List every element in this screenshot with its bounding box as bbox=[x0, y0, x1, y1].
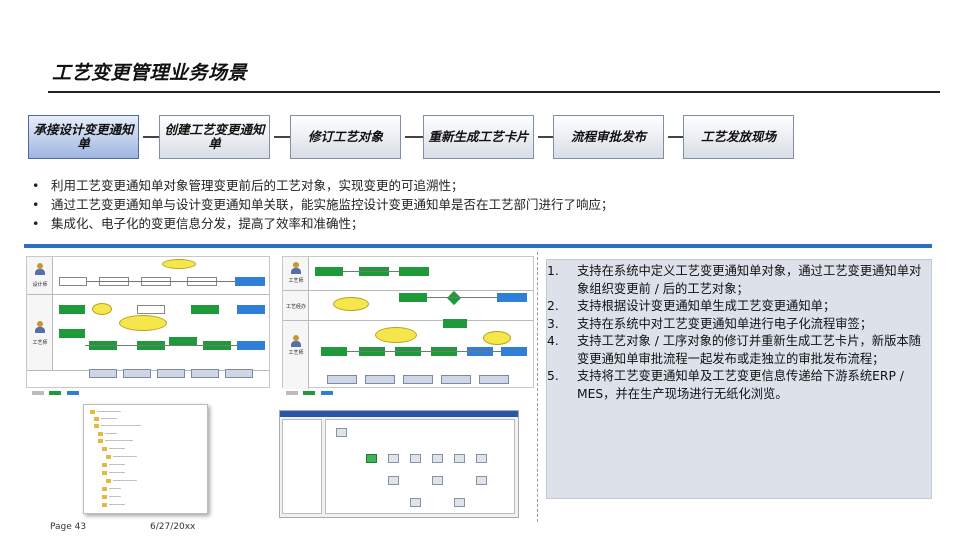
benefit-item: 通过工艺变更通知单与设计变更通知单关联，能实施监控设计变更通知单是否在工艺部门进… bbox=[32, 195, 614, 214]
workflow-node bbox=[365, 375, 395, 384]
workflow-node bbox=[191, 369, 219, 378]
feature-panel: 1.支持在系统中定义工艺变更通知单对象，通过工艺变更通知单对象组织变更前 / 后… bbox=[546, 259, 932, 499]
benefit-item: 利用工艺变更通知单对象管理变更前后的工艺对象，实现变更的可追溯性； bbox=[32, 176, 614, 195]
workflow-node bbox=[59, 277, 87, 286]
feature-item: 1.支持在系统中定义工艺变更通知单对象，通过工艺变更通知单对象组织变更前 / 后… bbox=[547, 264, 922, 296]
workflow-node bbox=[235, 277, 265, 286]
technologist-person-icon bbox=[291, 262, 301, 274]
flow-step-regenerate-cards: 重新生成工艺卡片 bbox=[423, 115, 534, 159]
workflow-node bbox=[441, 375, 471, 384]
workflow-node bbox=[399, 293, 427, 302]
folder-icon bbox=[90, 410, 95, 414]
diagram-legend bbox=[284, 390, 335, 395]
feature-item: 5.支持将工艺变更通知单及工艺变更信息传递给下游系统ERP / MES，并在生产… bbox=[547, 369, 904, 401]
feature-item: 4.支持工艺对象 / 工序对象的修订并重新生成工艺卡片，新版本随变更通知单审批流… bbox=[547, 334, 921, 366]
workflow-node bbox=[237, 305, 265, 314]
workflow-node bbox=[123, 369, 151, 378]
page-title: 工艺变更管理业务场景 bbox=[52, 62, 248, 84]
feature-item: 2.支持根据设计变更通知单生成工艺变更通知单； bbox=[547, 299, 836, 313]
workflow-node bbox=[321, 347, 347, 356]
folder-icon bbox=[102, 503, 107, 507]
benefit-item: 集成化、电子化的变更信息分发，提高了效率和准确性； bbox=[32, 214, 614, 233]
folder-icon bbox=[102, 463, 107, 467]
folder-icon bbox=[106, 479, 111, 483]
workflow-node bbox=[497, 293, 527, 302]
diagram-legend bbox=[30, 390, 81, 395]
workflow-node bbox=[327, 375, 357, 384]
workflow-note bbox=[119, 315, 167, 331]
change-notice-tree-screenshot: —————— ———— —————————— ——— ——————— ———— … bbox=[83, 404, 208, 514]
benefit-list: 利用工艺变更通知单对象管理变更前后的工艺对象，实现变更的可追溯性； 通过工艺变更… bbox=[32, 176, 614, 233]
workflow-app-screenshot bbox=[279, 410, 519, 518]
designer-person-icon bbox=[35, 263, 45, 275]
workflow-node bbox=[443, 319, 467, 328]
feature-list: 1.支持在系统中定义工艺变更通知单对象，通过工艺变更通知单对象组织变更前 / 后… bbox=[547, 263, 923, 403]
workflow-node bbox=[225, 369, 253, 378]
workflow-node bbox=[403, 375, 433, 384]
folder-icon bbox=[94, 417, 99, 421]
folder-icon bbox=[94, 424, 99, 428]
page-date: 6/27/20xx bbox=[150, 522, 196, 532]
lane-label: 工艺师 bbox=[288, 278, 304, 284]
technologist-person-icon bbox=[35, 321, 45, 333]
workflow-note bbox=[162, 259, 196, 269]
workflow-node bbox=[59, 305, 85, 314]
folder-icon bbox=[106, 455, 111, 459]
flow-step-create-notice: 创建工艺变更通知单 bbox=[159, 115, 270, 159]
lane-label: 工艺经办 bbox=[285, 304, 306, 310]
lane-label: 工艺师 bbox=[288, 350, 304, 356]
workflow-note bbox=[483, 331, 511, 345]
feature-item: 3.支持在系统中对工艺变更通知单进行电子化流程审签； bbox=[547, 316, 873, 331]
design-change-workflow-diagram: 设计师 工艺师 bbox=[26, 256, 270, 388]
workflow-node bbox=[59, 329, 85, 338]
workflow-note bbox=[92, 303, 112, 315]
flow-step-accept-design-change: 承接设计变更通知单 bbox=[28, 115, 139, 159]
workflow-node bbox=[237, 341, 265, 350]
flow-step-revise-objects: 修订工艺对象 bbox=[290, 115, 401, 159]
flow-step-approval-release: 流程审批发布 bbox=[553, 115, 664, 159]
workflow-node bbox=[169, 337, 197, 346]
workflow-note bbox=[375, 327, 417, 343]
folder-icon bbox=[102, 487, 107, 491]
section-divider bbox=[24, 244, 932, 248]
technologist-person-icon bbox=[291, 335, 301, 347]
page-number: Page 43 bbox=[50, 522, 87, 532]
title-underline bbox=[48, 91, 940, 93]
workflow-note bbox=[333, 297, 369, 311]
workflow-node bbox=[89, 369, 117, 378]
vertical-divider bbox=[537, 252, 538, 522]
workflow-node bbox=[399, 267, 429, 276]
flow-step-distribute-site: 工艺发放现场 bbox=[683, 115, 794, 159]
process-change-workflow-diagram: 工艺师 工艺经办 工艺师 bbox=[282, 256, 534, 389]
folder-icon bbox=[102, 447, 107, 451]
folder-icon bbox=[98, 439, 103, 443]
workflow-node bbox=[137, 305, 165, 314]
lane-label: 设计师 bbox=[32, 282, 48, 288]
workflow-node bbox=[315, 267, 343, 276]
workflow-node bbox=[191, 305, 219, 314]
process-flow: 承接设计变更通知单 创建工艺变更通知单 修订工艺对象 重新生成工艺卡片 流程审批… bbox=[28, 115, 798, 161]
workflow-node bbox=[157, 369, 185, 378]
folder-icon bbox=[102, 471, 107, 475]
workflow-node bbox=[501, 347, 527, 356]
workflow-node bbox=[479, 375, 509, 384]
folder-icon bbox=[98, 432, 103, 436]
lane-label: 工艺师 bbox=[32, 340, 48, 346]
folder-icon bbox=[102, 495, 107, 499]
